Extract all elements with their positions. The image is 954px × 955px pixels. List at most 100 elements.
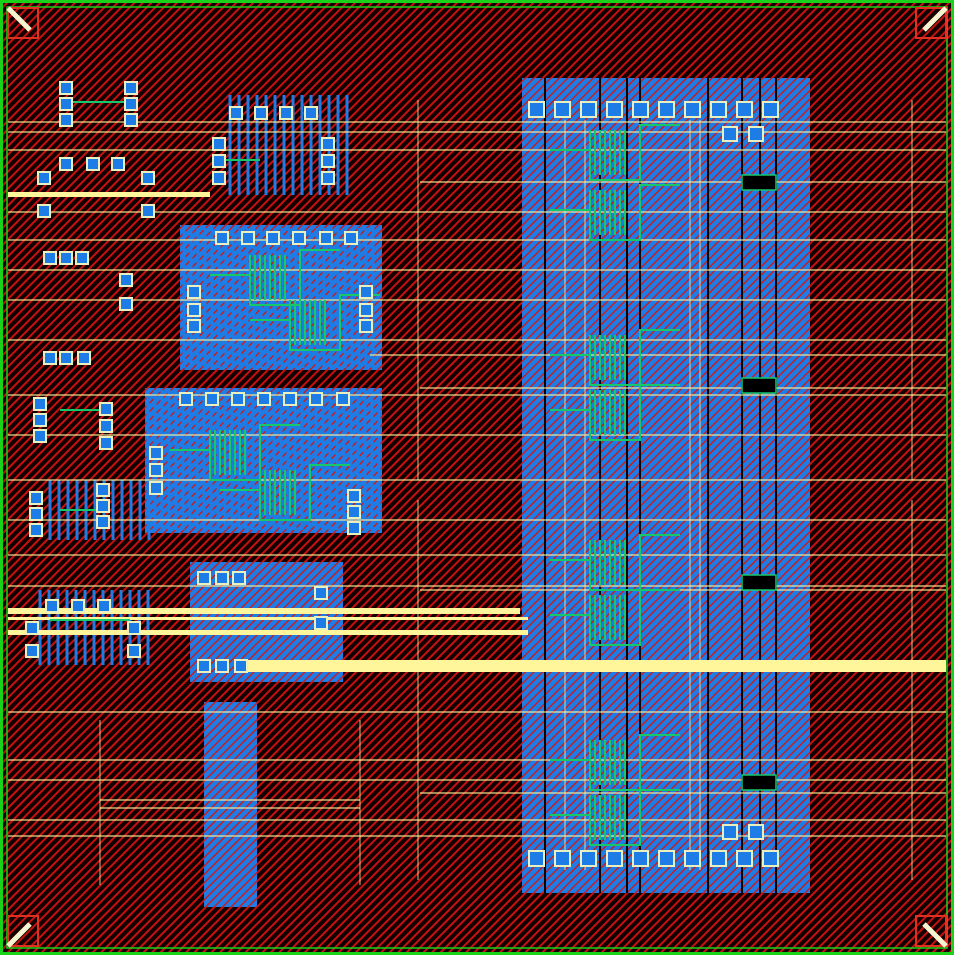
metal2-trace [550,589,680,646]
contact-pad [86,157,100,171]
metal1-layer [8,100,946,885]
metal2-trace [210,249,340,306]
contact-pad [179,392,193,406]
metal1-bar [8,617,528,620]
contact-pad [59,97,73,111]
contact-pad [684,101,701,118]
contact-pad [279,106,293,120]
contact-pad [96,499,110,513]
contact-pad [762,101,779,118]
contact-pad [149,481,163,495]
contact-pad [722,824,738,840]
contact-pad [528,850,545,867]
contact-pad [187,303,201,317]
contact-pad [319,231,333,245]
contact-pad [336,392,350,406]
contact-pad [347,521,361,535]
contact-pad [254,106,268,120]
contact-pad [59,351,73,365]
contact-pad [197,571,211,585]
contact-pad [710,850,727,867]
contact-pad [33,429,47,443]
contact-pad [111,157,125,171]
contact-pad [359,303,373,317]
contact-pad [528,101,545,118]
contact-pad [29,523,43,537]
corner-marker-diagonal [6,6,32,32]
contact-pad [606,850,623,867]
contact-pad [97,599,111,613]
contact-pad [127,621,141,635]
contact-pad [736,101,753,118]
contact-pad [37,204,51,218]
contact-pad [229,106,243,120]
contact-pad [71,599,85,613]
contact-pad [321,137,335,151]
contact-pad [232,571,246,585]
contact-pad [658,850,675,867]
chip-boundary-inner [6,6,948,949]
contact-pad [762,850,779,867]
contact-pad [632,850,649,867]
metal2-layer [50,101,777,846]
corner-marker-diagonal [6,922,32,948]
contact-pad [43,251,57,265]
contact-pad [59,251,73,265]
contact-pad [37,171,51,185]
corner-marker [7,915,39,947]
metal2-trace [250,294,380,351]
contact-pad [43,351,57,365]
contact-pad [187,285,201,299]
contact-pad [606,101,623,118]
contact-pad [25,644,39,658]
contact-pad [212,137,226,151]
contact-pad [124,97,138,111]
corner-marker [7,7,39,39]
corner-markers [6,6,948,948]
contact-pad [554,850,571,867]
metal2-trace [550,184,680,241]
contact-pad [748,824,764,840]
contact-pad [124,113,138,127]
contact-pad [321,171,335,185]
contact-pad [234,659,248,673]
contact-pad [124,81,138,95]
contact-pad [309,392,323,406]
contact-pad [684,850,701,867]
contact-pad [45,599,59,613]
contact-pad [359,285,373,299]
contact-pad [344,231,358,245]
contact-pad [127,644,141,658]
contact-pad [149,446,163,460]
contact-pad [29,491,43,505]
contact-pad [96,515,110,529]
metal2-trace [550,789,680,846]
contact-pad [212,154,226,168]
contact-pad [29,507,43,521]
contact-pad [359,319,373,333]
contact-pad [231,392,245,406]
contact-pad [580,101,597,118]
contact-pad [119,273,133,287]
contact-pad [748,126,764,142]
metal2-trace [550,124,680,181]
diffusion-region [204,702,257,907]
contact-pad [77,351,91,365]
contact-pad [304,106,318,120]
metal2-trace [741,574,777,591]
contact-pad [580,850,597,867]
contact-pad [99,402,113,416]
contact-pad [99,419,113,433]
contact-layer [25,81,779,867]
metal1-bar [248,660,946,672]
contact-pad [314,616,328,630]
contact-pad [632,101,649,118]
contact-pad [292,231,306,245]
metal1-bar [8,608,520,614]
metal2-trace [220,464,350,521]
corner-marker-diagonal [922,6,948,32]
contact-pad [658,101,675,118]
contact-pad [257,392,271,406]
